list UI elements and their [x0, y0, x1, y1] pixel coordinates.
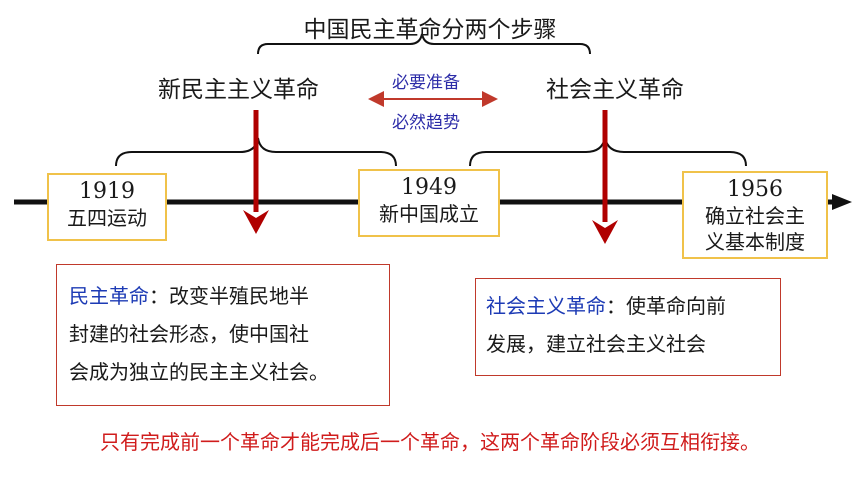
- term-democratic-revolution: 民主革命: [69, 284, 149, 308]
- necessary-preparation-label: 必要准备: [392, 73, 460, 93]
- socialist-revolution-label: 社会主义革命: [546, 77, 684, 103]
- democratic-revolution-box: 民主革命：改变半殖民地半 封建的社会形态，使中国社 会成为独立的民主主义社会。: [56, 264, 390, 406]
- top-brace: [257, 33, 591, 55]
- term-socialist-revolution: 社会主义革命: [486, 294, 606, 318]
- box-line-1: 民主革命：改变半殖民地半: [69, 284, 309, 308]
- brace-socialist: [469, 137, 747, 167]
- event-year: 1956: [727, 177, 783, 202]
- timeline-arrowhead: [832, 194, 852, 210]
- event-label: 新中国成立: [379, 202, 479, 226]
- box-line-2: 发展，建立社会主义社会: [486, 332, 706, 356]
- event-year: 1919: [79, 179, 135, 204]
- event-label: 五四运动: [67, 206, 147, 230]
- inevitable-trend-label: 必然趋势: [392, 113, 460, 133]
- box-line-3: 会成为独立的民主主义社会。: [69, 360, 329, 384]
- event-label-line2: 义基本制度: [705, 230, 805, 254]
- page-title: 中国民主革命分两个步骤: [303, 17, 557, 43]
- socialist-revolution-box: 社会主义革命：使革命向前 发展，建立社会主义社会: [475, 278, 781, 376]
- event-label-line1: 确立社会主: [705, 204, 805, 228]
- box-line-1: 社会主义革命：使革命向前: [486, 294, 726, 318]
- down-arrow-right-head: [592, 220, 618, 244]
- new-democratic-revolution-label: 新民主主义革命: [158, 77, 319, 103]
- event-box-1919: 1919 五四运动: [47, 173, 167, 241]
- event-year: 1949: [401, 175, 457, 200]
- event-box-1949: 1949 新中国成立: [358, 169, 500, 237]
- down-arrow-left-head: [243, 210, 269, 234]
- bottom-note: 只有完成前一个革命才能完成后一个革命，这两个革命阶段必须互相衔接。: [100, 430, 760, 454]
- box-line-2: 封建的社会形态，使中国社: [69, 322, 309, 346]
- event-box-1956: 1956 确立社会主 义基本制度: [682, 171, 828, 259]
